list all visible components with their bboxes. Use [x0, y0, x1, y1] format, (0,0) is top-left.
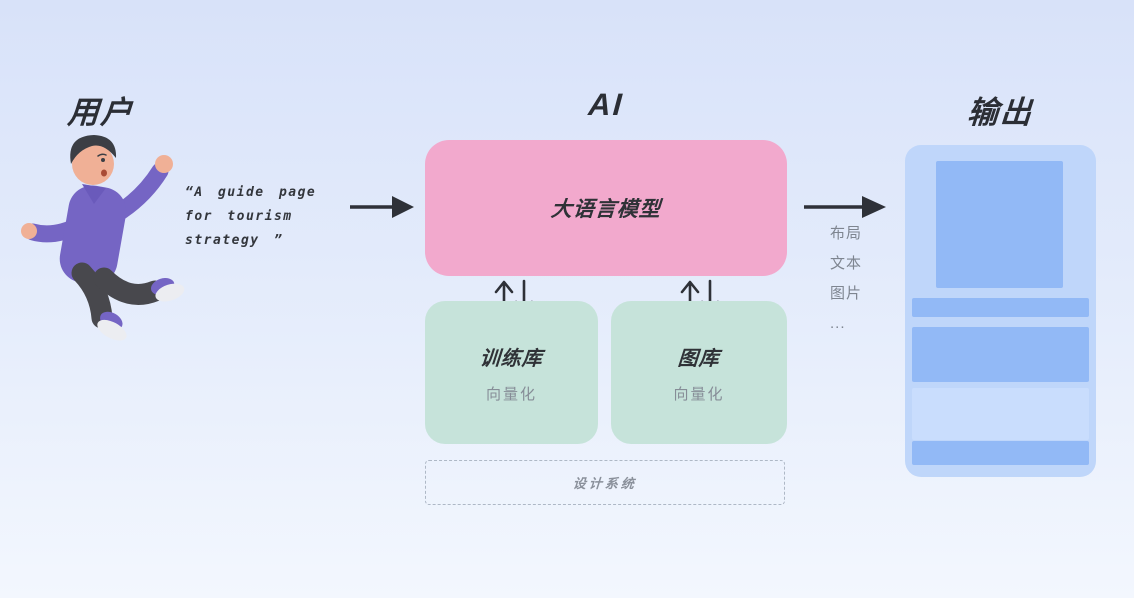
- wireframe-image-block: [936, 161, 1063, 288]
- quote-line: “A guide page: [185, 185, 317, 200]
- person-falling-icon: [21, 135, 185, 341]
- quote-line: for tourism: [185, 209, 293, 224]
- image-gallery-box: 图库 向量化: [611, 301, 787, 444]
- annotation-image: 图片: [830, 285, 863, 302]
- output-wireframe-card: [905, 145, 1096, 477]
- arrow-right-icon: [350, 196, 414, 218]
- annotation-layout: 布局: [830, 225, 863, 242]
- wireframe-bar: [912, 327, 1089, 382]
- design-system-label: 设计系统: [572, 476, 638, 491]
- image-gallery-title: 图库: [677, 347, 721, 370]
- design-system-box: 设计系统: [425, 460, 785, 505]
- llm-box-label: 大语言模型: [550, 198, 662, 221]
- user-illustration: [12, 130, 192, 353]
- annotation-text: 文本: [830, 255, 863, 272]
- quote-line: strategy ”: [185, 233, 284, 248]
- up-down-arrows-icon: [494, 279, 534, 316]
- wireframe-bar: [912, 441, 1089, 465]
- image-gallery-subtitle: 向量化: [673, 385, 725, 403]
- annotation-ellipsis: ...: [830, 315, 846, 332]
- training-library-box: 训练库 向量化: [425, 301, 598, 444]
- wireframe-light-block: [912, 388, 1089, 440]
- user-prompt-quote: “A guide page for tourism strategy ”: [185, 181, 345, 253]
- user-section-title: 用户: [66, 95, 136, 130]
- training-library-subtitle: 向量化: [485, 385, 537, 403]
- wireframe-bar: [912, 298, 1089, 317]
- training-library-title: 训练库: [479, 347, 544, 370]
- ai-section-title: AI: [587, 87, 625, 122]
- output-section-title: 输出: [966, 95, 1035, 130]
- arrow-right-icon: [804, 196, 886, 218]
- output-annotations: 布局 文本 图片 ...: [830, 219, 862, 339]
- up-down-arrows-icon: [680, 279, 720, 316]
- llm-box: 大语言模型: [425, 140, 787, 276]
